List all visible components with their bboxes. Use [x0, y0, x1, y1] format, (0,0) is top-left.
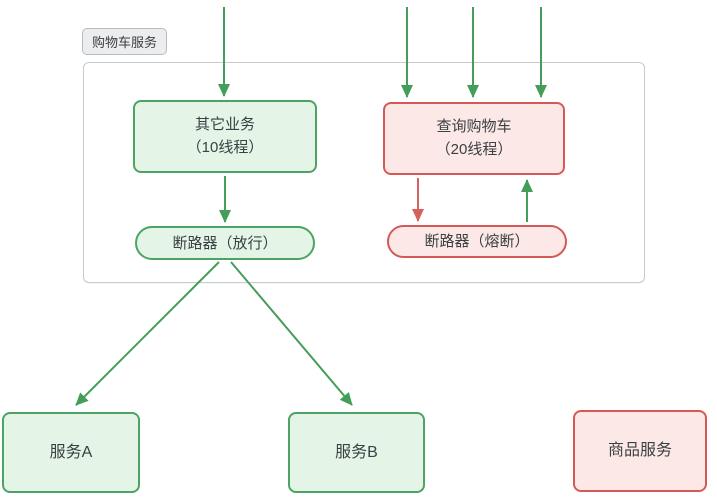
- node-service-b: 服务B: [288, 412, 425, 493]
- node-service-a-label: 服务A: [49, 443, 93, 461]
- arrow-breaker-pass-to-service-b: [230, 261, 353, 406]
- node-query-cart-title: 查询购物车: [436, 118, 512, 135]
- node-circuit-breaker-pass-label: 断路器（放行）: [172, 234, 278, 252]
- node-product-service: 商品服务: [573, 410, 707, 492]
- node-other-business-threads: （10线程）: [186, 138, 264, 156]
- node-circuit-breaker-fused: 断路器（熔断）: [387, 225, 567, 258]
- node-query-cart: 查询购物车 （20线程）: [383, 102, 565, 175]
- node-other-business-title: 其它业务: [194, 116, 255, 133]
- node-circuit-breaker-fused-label: 断路器（熔断）: [424, 233, 530, 250]
- node-other-business: 其它业务 （10线程）: [133, 100, 317, 173]
- cart-service-group-label: 购物车服务: [82, 28, 168, 55]
- node-product-service-label: 商品服务: [607, 442, 672, 459]
- node-circuit-breaker-pass: 断路器（放行）: [135, 226, 315, 260]
- node-service-b-label: 服务B: [335, 443, 378, 461]
- node-query-cart-threads: （20线程）: [435, 140, 513, 158]
- arrow-breaker-pass-to-service-a: [75, 261, 220, 406]
- node-service-a: 服务A: [2, 412, 140, 493]
